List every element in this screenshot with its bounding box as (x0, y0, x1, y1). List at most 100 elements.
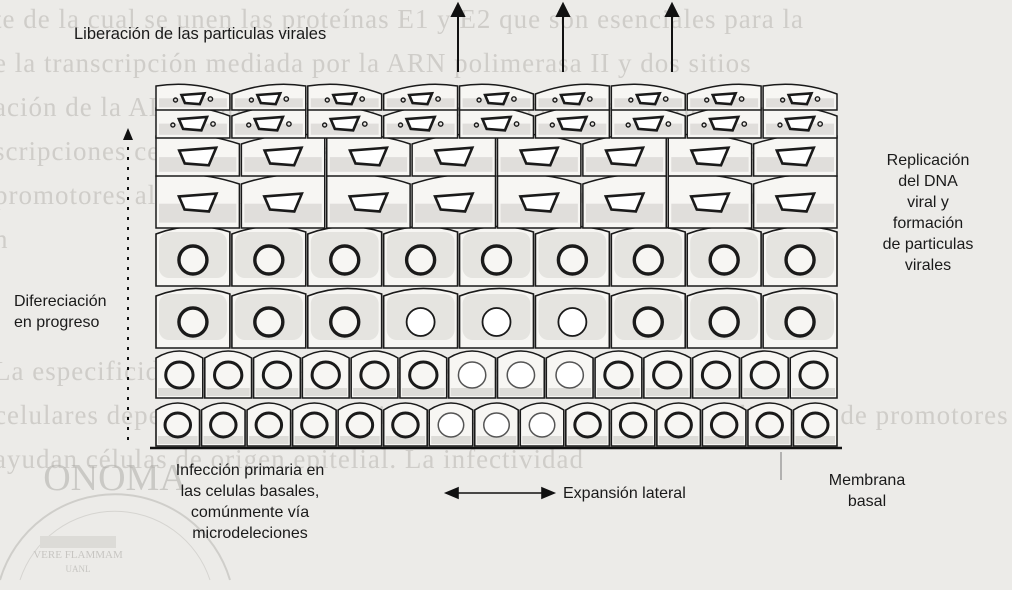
virion-laden-nucleus (264, 194, 302, 212)
basal-nucleus (410, 362, 437, 388)
virion-laden-nucleus (333, 93, 356, 104)
virion-laden-nucleus (255, 117, 283, 130)
replication-line-5: de particulas (858, 234, 998, 255)
basal-nucleus (393, 413, 418, 437)
virion-laden-nucleus (179, 117, 207, 130)
spinous-nucleus (179, 308, 207, 336)
spinous-nucleus (483, 246, 511, 274)
replication-line-1: Replicación (858, 150, 998, 171)
spinous-nucleus (407, 246, 435, 274)
virion-laden-nucleus (606, 148, 643, 166)
virion-laden-nucleus (561, 93, 584, 104)
spinous-nucleus (255, 308, 283, 336)
replication-line-2: del DNA (858, 171, 998, 192)
infection-line-1: Infección primaria en (150, 460, 350, 481)
virion-laden-nucleus (179, 194, 217, 212)
virion-laden-nucleus (606, 194, 644, 212)
virion-laden-nucleus (435, 194, 473, 212)
virion-laden-nucleus (407, 117, 435, 130)
differentiation-label: Difereciación en progreso (14, 291, 106, 333)
release-arrowhead-2 (557, 4, 569, 16)
basal-nucleus (757, 413, 782, 437)
membrane-label: Membrana basal (812, 470, 922, 512)
replication-line-4: formación (858, 213, 998, 234)
cell-shading (451, 388, 494, 396)
basal-nucleus (654, 362, 681, 388)
replication-line-3: viral y (858, 192, 998, 213)
basal-nucleus (529, 413, 554, 437)
infection-line-2: las celulas basales, (150, 481, 350, 502)
release-arrowhead-1 (452, 4, 464, 16)
basal-nucleus (458, 362, 485, 388)
virion-laden-nucleus (789, 93, 812, 104)
virion-laden-nucleus (786, 117, 814, 130)
membrane-line-2: basal (812, 491, 922, 512)
basal-nucleus (605, 362, 632, 388)
spinous-nucleus (331, 246, 359, 274)
basal-nucleus (711, 413, 736, 437)
virion-laden-nucleus (777, 194, 815, 212)
virion-laden-nucleus (634, 117, 662, 130)
basal-nucleus (347, 413, 372, 437)
spinous-nucleus (710, 308, 738, 336)
basal-nucleus (215, 362, 242, 388)
infection-line-4: microdeleciones (150, 523, 350, 544)
virion-laden-nucleus (331, 117, 359, 130)
spinous-nucleus (558, 246, 586, 274)
virion-laden-nucleus (710, 117, 738, 130)
cell-shading (500, 388, 543, 396)
basal-nucleus (802, 413, 827, 437)
basal-nucleus (256, 413, 281, 437)
virion-laden-nucleus (350, 194, 388, 212)
spinous-nucleus (558, 308, 586, 336)
differentiation-line-2: en progreso (14, 312, 106, 333)
virion-laden-nucleus (691, 148, 728, 166)
release-arrowhead-3 (666, 4, 678, 16)
basal-nucleus (702, 362, 729, 388)
spinous-nucleus (255, 246, 283, 274)
basal-nucleus (165, 413, 190, 437)
basal-nucleus (312, 362, 339, 388)
seal-word-3: UANL (66, 564, 91, 574)
spinous-nucleus (331, 308, 359, 336)
basal-nucleus (302, 413, 327, 437)
basal-nucleus (166, 362, 193, 388)
spinous-nucleus (710, 246, 738, 274)
basal-nucleus (800, 362, 827, 388)
virion-laden-nucleus (691, 194, 729, 212)
replication-label: Replicación del DNA viral y formación de… (858, 150, 998, 276)
virion-laden-nucleus (435, 148, 472, 166)
basal-nucleus (620, 413, 645, 437)
virion-laden-nucleus (350, 148, 387, 166)
basal-nucleus (211, 413, 236, 437)
virion-laden-nucleus (520, 194, 558, 212)
basal-nucleus (361, 362, 388, 388)
membrane-line-1: Membrana (812, 470, 922, 491)
cell-layers (156, 84, 837, 446)
virion-laden-nucleus (482, 117, 510, 130)
virion-laden-nucleus (637, 93, 660, 104)
virion-laden-nucleus (182, 93, 205, 104)
virion-laden-nucleus (558, 117, 586, 130)
spinous-nucleus (786, 308, 814, 336)
basal-nucleus (575, 413, 600, 437)
cell-shading (548, 388, 591, 396)
basal-nucleus (263, 362, 290, 388)
basal-nucleus (666, 413, 691, 437)
spinous-nucleus (634, 308, 662, 336)
spinous-nucleus (407, 308, 435, 336)
spinous-nucleus (786, 246, 814, 274)
spinous-nucleus (483, 308, 511, 336)
infection-line-3: comúnmente vía (150, 502, 350, 523)
basal-nucleus (507, 362, 534, 388)
lateral-expansion-label: Expansión lateral (563, 483, 686, 504)
release-arrows (452, 4, 678, 72)
basal-nucleus (484, 413, 509, 437)
differentiation-arrow (123, 128, 133, 440)
virion-laden-nucleus (409, 93, 432, 104)
virion-laden-nucleus (257, 93, 280, 104)
virion-laden-nucleus (713, 93, 736, 104)
basal-nucleus (438, 413, 463, 437)
release-label: Liberación de las particulas virales (74, 24, 326, 45)
spinous-nucleus (634, 246, 662, 274)
